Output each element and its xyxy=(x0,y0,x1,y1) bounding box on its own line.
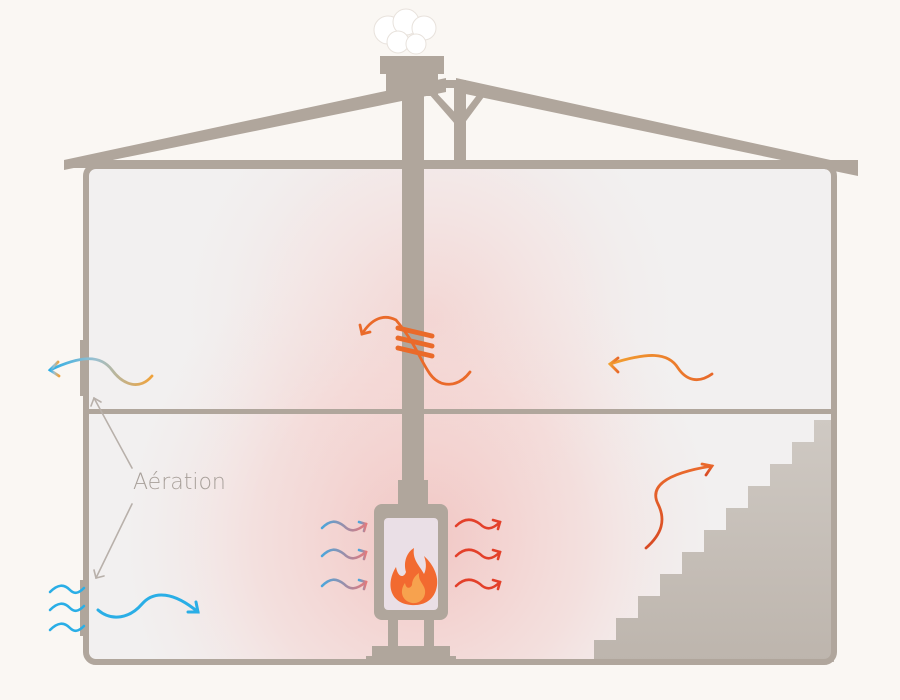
roof xyxy=(64,78,858,176)
fresh-air-inlet-arrows xyxy=(48,584,86,633)
air-arrow xyxy=(320,520,368,533)
air-arrow xyxy=(454,578,502,591)
outgoing-hot-air-arrows xyxy=(454,518,502,591)
upper-circulation-arrow xyxy=(607,354,714,382)
incoming-air-arrows xyxy=(320,520,368,591)
staircase xyxy=(594,420,834,662)
fresh-air-arrow xyxy=(96,593,200,619)
air-arrow xyxy=(320,578,368,591)
air-arrow xyxy=(320,548,368,561)
flame-icon xyxy=(390,548,438,606)
upper-vent xyxy=(80,340,87,396)
mezzanine-floor xyxy=(86,409,834,414)
ventilation-label: Aération xyxy=(133,470,226,495)
air-arrow xyxy=(454,518,502,531)
smoke-puff-icon xyxy=(373,8,437,55)
exhaust-air-arrow xyxy=(47,357,154,386)
flue-circulation-arrow xyxy=(358,316,472,386)
air-arrow xyxy=(454,548,502,561)
ventilation-pointers xyxy=(90,396,133,579)
rising-hot-air-arrow xyxy=(644,462,715,550)
